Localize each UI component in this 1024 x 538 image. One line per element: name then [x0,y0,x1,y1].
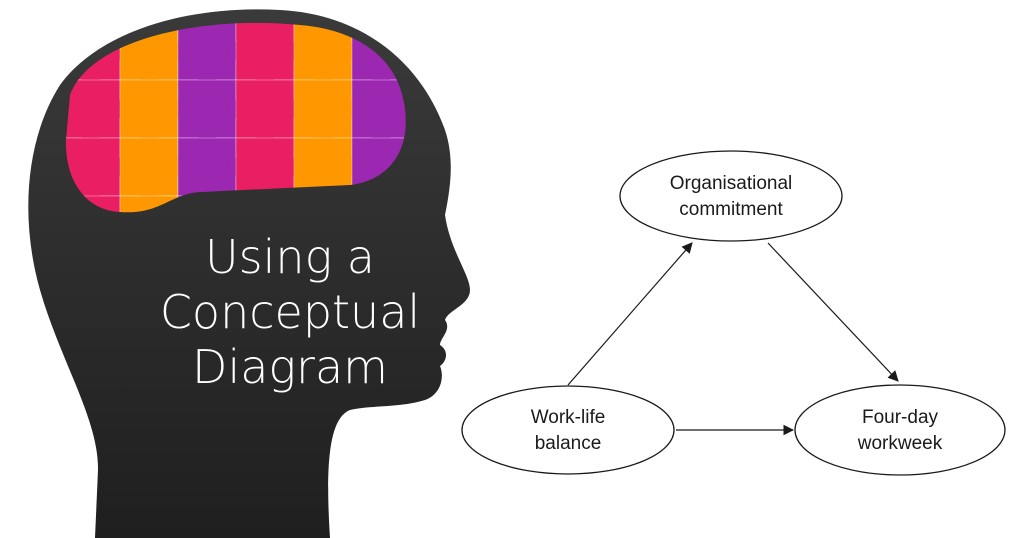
node-organisational-commitment: Organisational commitment [619,150,843,242]
puzzle-piece [293,79,353,139]
head-title-line-3: Diagram [192,340,388,394]
edge-work-life-to-organisational [567,242,693,386]
puzzle-piece [119,79,179,139]
node-organisational-commitment-line-2: commitment [679,199,783,220]
node-work-life-balance-line-1: Work-life [531,407,606,428]
node-work-life-balance: Work-life balance [461,385,675,475]
puzzle-piece [235,22,295,81]
puzzle-piece [177,79,237,139]
node-work-life-balance-line-2: balance [535,433,602,454]
puzzle-piece [65,79,121,139]
puzzle-knob [430,71,448,89]
puzzle-piece [119,137,179,197]
puzzle-piece [351,79,406,139]
node-four-day-workweek: Four-day workweek [794,384,1006,476]
head-title: Using a Conceptual Diagram [160,230,420,394]
node-four-day-workweek-line-2: workweek [857,433,943,454]
node-four-day-workweek-line-1: Four-day [862,407,939,428]
edge-organisational-to-four-day [767,242,899,382]
conceptual-diagram: Organisational commitment Work-life bala… [461,150,1006,476]
node-organisational-commitment-line-1: Organisational [670,173,793,194]
head-title-line-1: Using a [205,230,375,284]
head-title-line-2: Conceptual [160,285,420,339]
puzzle-piece [177,137,237,197]
puzzle-knob [401,42,406,60]
puzzle-piece [177,22,237,81]
puzzle-piece [410,22,468,80]
